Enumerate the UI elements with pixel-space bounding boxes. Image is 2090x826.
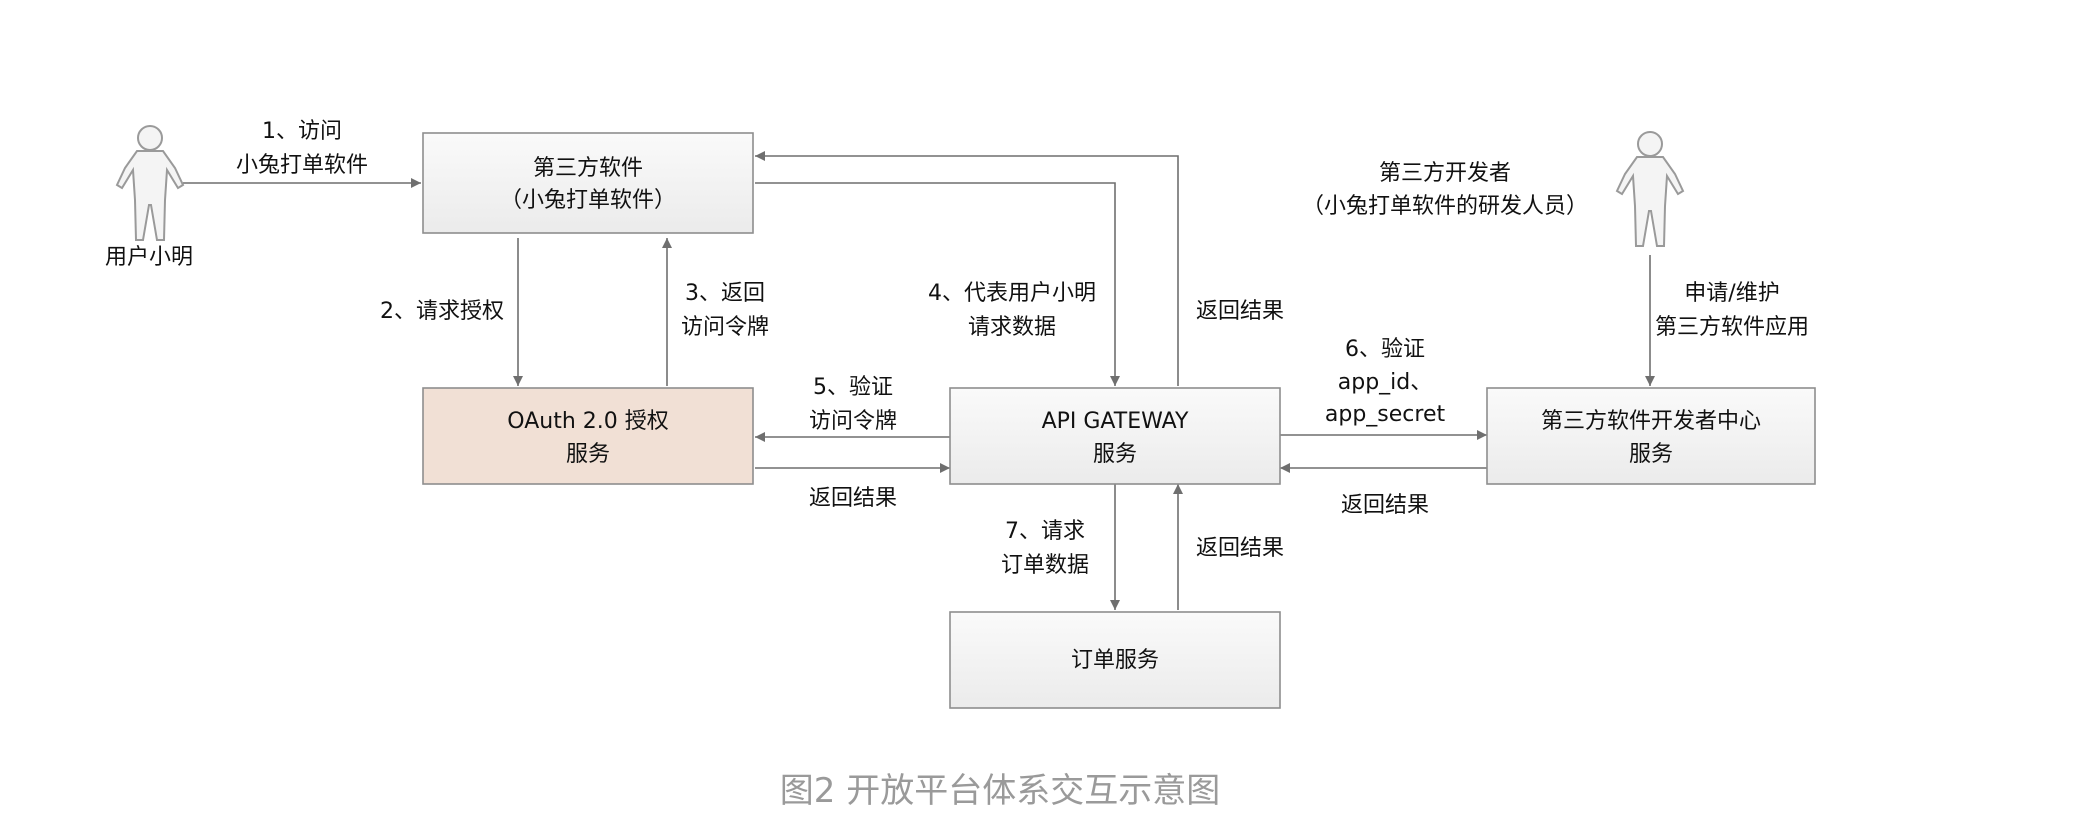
label-apply-line-1: 申请/维护 [1684, 281, 1779, 306]
label-dev-result: 返回结果 [1341, 493, 1429, 518]
node-order-line-1: 订单服务 [1071, 648, 1159, 673]
label-visit-line-2: 小兔打单软件 [236, 153, 368, 178]
label-apply: 申请/维护 第三方软件应用 [1655, 281, 1809, 340]
node-third-party-line-2: （小兔打单软件） [500, 188, 676, 213]
label-request-auth: 2、请求授权 [380, 299, 504, 324]
label-verify-app-line-3: app_secret [1325, 402, 1446, 427]
edge-third-party-to-gateway [755, 182, 1120, 386]
node-gateway-line-2: 服务 [1093, 442, 1137, 467]
label-return-token: 3、返回 访问令牌 [681, 281, 769, 340]
node-third-party-software: 第三方软件 （小兔打单软件） [422, 132, 754, 234]
label-visit-line-1: 1、访问 [262, 119, 342, 144]
actor-developer-line-1: 第三方开发者 [1379, 161, 1511, 186]
label-order-result-line-1: 返回结果 [1196, 536, 1284, 561]
label-verify-token: 5、验证 访问令牌 [809, 375, 897, 434]
node-gateway-line-1: API GATEWAY [1042, 409, 1189, 434]
label-verify-app-line-1: 6、验证 [1345, 337, 1425, 362]
label-verify-app-line-2: app_id、 [1338, 370, 1433, 395]
node-order-service: 订单服务 [949, 611, 1281, 709]
user-person-icon [115, 125, 185, 241]
label-request-orders: 7、请求 订单数据 [1001, 519, 1089, 578]
label-gateway-result: 返回结果 [1196, 299, 1284, 324]
label-request-auth-line-1: 2、请求授权 [380, 299, 504, 324]
node-dev-center-line-2: 服务 [1629, 442, 1673, 467]
label-gateway-result-line-1: 返回结果 [1196, 299, 1284, 324]
edge-gateway-to-third-party [755, 151, 1179, 386]
label-oauth-result: 返回结果 [809, 486, 897, 511]
node-third-party-line-1: 第三方软件 [533, 156, 643, 181]
label-on-behalf-line-1: 4、代表用户小明 [928, 281, 1096, 306]
node-oauth-service: OAuth 2.0 授权 服务 [422, 387, 754, 485]
actor-user-label: 用户小明 [105, 245, 193, 270]
developer-person-icon [1615, 131, 1685, 247]
node-dev-center-line-1: 第三方软件开发者中心 [1541, 409, 1761, 434]
label-return-token-line-1: 3、返回 [685, 281, 765, 306]
node-oauth-line-2: 服务 [566, 442, 610, 467]
node-developer-center: 第三方软件开发者中心 服务 [1486, 387, 1816, 485]
label-verify-app: 6、验证 app_id、 app_secret [1325, 337, 1446, 427]
actor-developer: 第三方开发者 （小兔打单软件的研发人员） [1302, 131, 1685, 247]
label-on-behalf: 4、代表用户小明 请求数据 [928, 281, 1096, 340]
node-api-gateway: API GATEWAY 服务 [949, 387, 1281, 485]
label-on-behalf-line-2: 请求数据 [968, 315, 1056, 340]
label-order-result: 返回结果 [1196, 536, 1284, 561]
label-visit: 1、访问 小兔打单软件 [236, 119, 368, 178]
label-request-orders-line-2: 订单数据 [1001, 553, 1089, 578]
label-verify-token-line-2: 访问令牌 [809, 409, 897, 434]
actor-developer-line-2: （小兔打单软件的研发人员） [1302, 194, 1588, 219]
label-dev-result-line-1: 返回结果 [1341, 493, 1429, 518]
node-oauth-line-1: OAuth 2.0 授权 [507, 409, 668, 434]
label-return-token-line-2: 访问令牌 [681, 315, 769, 340]
label-verify-token-line-1: 5、验证 [813, 375, 893, 400]
figure-caption: 图2 开放平台体系交互示意图 [780, 771, 1220, 811]
label-apply-line-2: 第三方软件应用 [1655, 315, 1809, 340]
label-request-orders-line-1: 7、请求 [1005, 519, 1085, 544]
actor-user: 用户小明 [105, 125, 193, 270]
label-oauth-result-line-1: 返回结果 [809, 486, 897, 511]
